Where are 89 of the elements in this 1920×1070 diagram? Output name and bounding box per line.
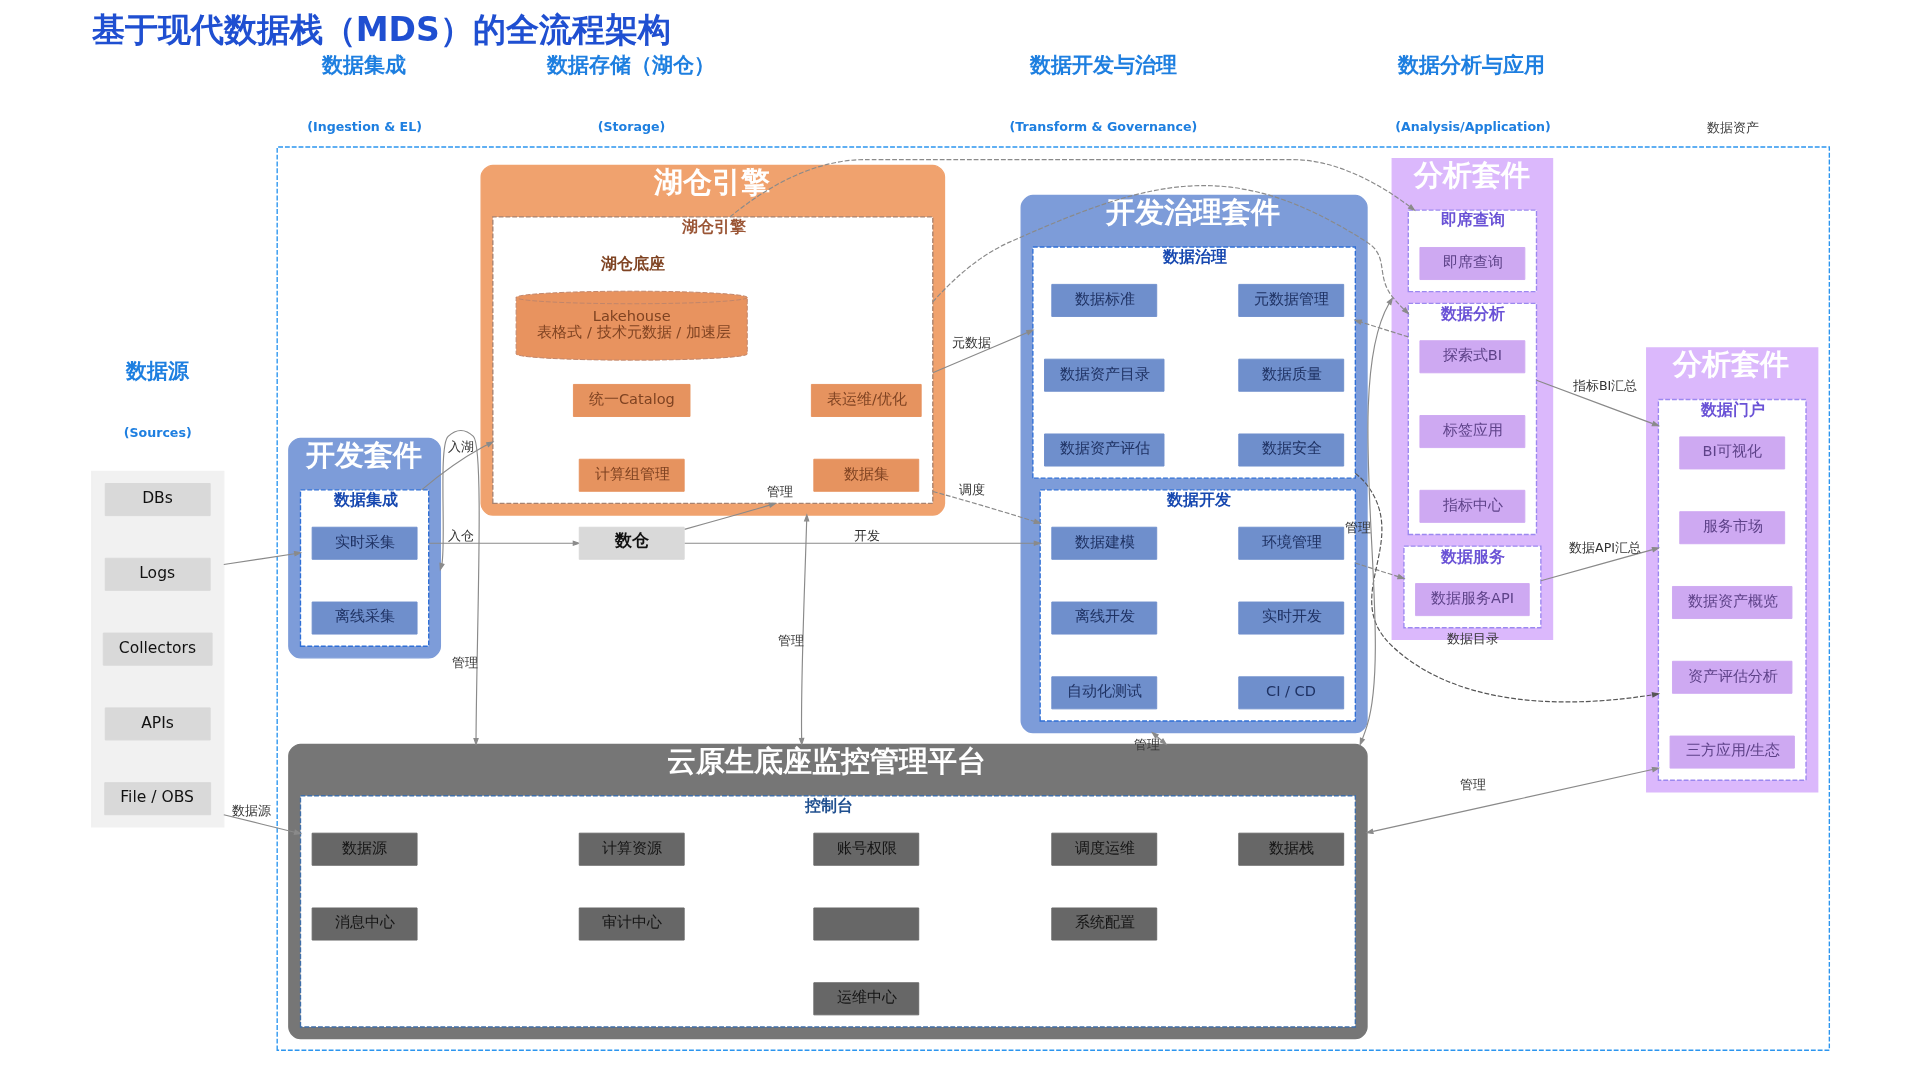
node-box: Logs: [104, 557, 211, 591]
label: 数据源: [125, 357, 189, 383]
label: (Transform & Governance): [1009, 118, 1197, 134]
node-box: 数据建模: [1050, 526, 1157, 560]
node-box: 离线采集: [311, 601, 418, 635]
arrow: [931, 490, 1042, 524]
label: (Sources): [123, 424, 192, 440]
arrow: [798, 513, 809, 747]
edge-label: 元数据: [951, 335, 991, 351]
edge-label: 数据源: [231, 802, 271, 818]
node-box: 表运维/优化: [810, 383, 922, 417]
node-box: 计算资源: [578, 832, 685, 866]
node-box: 三方应用/生态: [1669, 735, 1795, 769]
node-box: 数据标准: [1050, 283, 1157, 317]
label: 数据资产: [1706, 119, 1759, 135]
arrow: [222, 814, 302, 835]
node-box: 实时开发: [1237, 601, 1344, 635]
node-box: BI可视化: [1678, 436, 1785, 470]
diagram-title: 基于现代数据栈（MDS）的全流程架构: [91, 10, 671, 50]
node-box: 数据安全: [1237, 433, 1344, 467]
node-box: 账号权限: [812, 832, 919, 866]
edge-label: 入湖: [447, 439, 474, 455]
node-box: 审计中心: [578, 907, 685, 941]
node-box: 自动化测试: [1050, 676, 1157, 710]
arrow: [1354, 562, 1406, 580]
node-box: 探索式BI: [1418, 340, 1525, 374]
edge-label: 管理: [766, 484, 793, 500]
node-box: File / OBS: [103, 782, 211, 816]
node-box: 数据资产概览: [1671, 586, 1792, 619]
node-box: 数据栈: [1237, 832, 1344, 866]
arrow: [420, 441, 494, 491]
node-box: APIs: [104, 707, 211, 741]
label: 数据开发与治理: [1029, 51, 1177, 77]
node-box: 标签应用: [1418, 415, 1525, 449]
label: (Analysis/Application): [1394, 118, 1551, 134]
edge-label: 管理: [451, 655, 478, 671]
node-box: 即席查询: [1418, 247, 1525, 281]
edge-label: 开发: [853, 527, 880, 543]
edge-label: 管理: [1459, 777, 1486, 793]
arrow: [1539, 547, 1660, 582]
node-box: 数据集: [812, 458, 919, 492]
cluster: [276, 146, 1830, 1051]
node-box: 资产评估分析: [1671, 660, 1792, 694]
arrow: [683, 502, 777, 530]
node-box: 数据服务API: [1414, 583, 1530, 617]
edge-label: 入仓: [447, 527, 474, 543]
edge-label: 调度: [958, 482, 985, 498]
arrow: [1353, 319, 1409, 338]
node-box: 数仓: [578, 526, 685, 560]
node-label: 湖仓底座: [600, 255, 665, 274]
label: 数据分析与应用: [1397, 51, 1545, 77]
label: 数据集成: [321, 51, 406, 77]
node-box: 环境管理: [1237, 526, 1344, 560]
edge-label: 数据API汇总: [1568, 540, 1641, 556]
cluster: [90, 470, 224, 828]
label: (Storage): [597, 118, 665, 134]
node-box: 数据资产目录: [1043, 358, 1164, 392]
label: 数据存储（湖仓）: [546, 51, 715, 77]
label: (Ingestion & EL): [306, 118, 422, 134]
edge-label: 管理: [777, 632, 804, 648]
node-box: 系统配置: [1050, 907, 1157, 941]
node-box: 数据源: [311, 832, 418, 866]
arrow: [438, 430, 480, 747]
node-box: 运维中心: [812, 982, 919, 1016]
arrow: [427, 540, 581, 547]
edge-label: 指标BI汇总: [1572, 378, 1637, 394]
node-box: DBs: [104, 483, 211, 517]
node-box: CI / CD: [1237, 676, 1344, 710]
node-box: 计算组管理: [578, 458, 685, 492]
arrow: [1364, 766, 1660, 835]
node-box: 数据质量: [1237, 358, 1344, 392]
arrow: [1535, 379, 1660, 427]
node-box: 实时采集: [311, 526, 418, 560]
node-box: 离线开发: [1050, 601, 1157, 635]
arrow: [222, 550, 302, 566]
arrow: [1359, 297, 1393, 746]
node-box: Collectors: [102, 632, 213, 666]
node-box: 统一Catalog: [572, 383, 690, 417]
node-box: 元数据管理: [1237, 283, 1344, 317]
node-box: [812, 907, 919, 941]
node-box: 服务市场: [1678, 511, 1785, 545]
node-box: 数据资产评估: [1043, 433, 1164, 467]
arrow: [683, 540, 1042, 547]
arrow: [728, 159, 1416, 218]
arrow: [1354, 472, 1660, 703]
node-box: 消息中心: [311, 907, 418, 941]
node-box: 调度运维: [1050, 832, 1157, 866]
arrow: [931, 329, 1034, 374]
node-box: 指标中心: [1418, 489, 1525, 523]
